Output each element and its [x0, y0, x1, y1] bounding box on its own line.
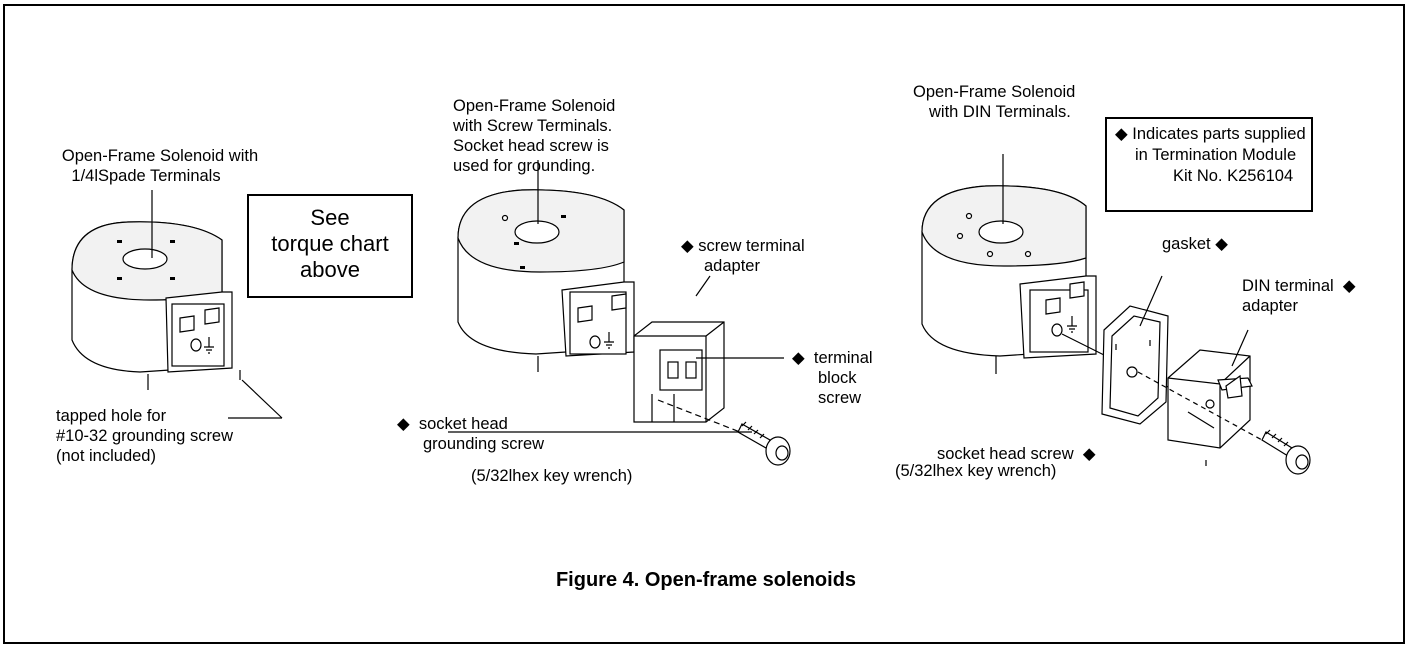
terminal-block-screw-label: ◆ terminal block screw	[792, 348, 873, 408]
kit-line-1: Indicates parts supplied	[1132, 125, 1306, 143]
din-adapter-line-2: adapter	[1242, 297, 1298, 315]
kit-line-2: in Termination Module	[1135, 146, 1297, 164]
din-title-line-2: with DIN Terminals.	[929, 103, 1071, 121]
diamond-icon: ◆	[397, 415, 410, 433]
screw-wrench-label: (5/32lhex key wrench)	[471, 467, 633, 485]
ground-note-line-1: tapped hole for	[56, 407, 167, 425]
ground-hole-note: tapped hole for #10-32 grounding screw (…	[56, 406, 233, 466]
screw-terminal-adapter-label: ◆ screw terminal adapter	[681, 236, 805, 276]
screw-solenoid-body	[457, 160, 635, 372]
spade-title-line-2: 1/4lSpade Terminals	[71, 167, 221, 185]
din-adapter-label: DIN terminal ◆ adapter	[1242, 276, 1356, 316]
torque-line-1: See	[310, 205, 350, 230]
kit-parts-callout: ◆ Indicates parts supplied in Terminatio…	[1105, 117, 1313, 212]
diamond-icon: ◆	[1342, 277, 1356, 295]
grounding-screw-drawing	[737, 421, 791, 466]
din-screw-label: socket head screw ◆ (5/32lhex key wrench…	[895, 444, 1096, 481]
din-screw-line-2: (5/32lhex key wrench)	[895, 462, 1057, 480]
spade-solenoid-body	[71, 221, 241, 390]
torque-chart-callout: See torque chart above	[247, 194, 413, 298]
diamond-icon: ◆	[681, 237, 694, 255]
ground-note-line-2: #10-32 grounding screw	[56, 427, 234, 445]
gasket-label: gasket ◆	[1162, 234, 1228, 254]
din-title-line-1: Open-Frame Solenoid	[913, 83, 1076, 101]
torque-line-3: above	[300, 257, 360, 282]
grounding-screw-label: ◆ socket head grounding screw	[397, 414, 544, 454]
figure-caption: Figure 4. Open-frame solenoids	[555, 569, 857, 591]
screw-solenoid-title: Open-Frame Solenoid with Screw Terminals…	[453, 96, 615, 176]
spade-solenoid-title: Open-Frame Solenoid with 1/4lSpade Termi…	[40, 146, 280, 186]
adapter-line-2: adapter	[704, 257, 760, 275]
adapter-line-1: screw terminal	[698, 237, 805, 255]
gasket-text: gasket	[1162, 235, 1211, 253]
grounding-screw-line-2: grounding screw	[423, 435, 545, 453]
screw-title-line-1: Open-Frame Solenoid	[453, 97, 616, 115]
screw-title-line-2: with Screw Terminals.	[453, 117, 613, 135]
diamond-icon: ◆	[1215, 235, 1228, 253]
kit-line-3: Kit No. K256104	[1173, 167, 1294, 185]
din-screw-drawing	[1261, 429, 1311, 475]
gasket-drawing	[1101, 305, 1169, 425]
figure-frame	[3, 4, 1405, 644]
screw-title-line-3: Socket head screw is	[453, 137, 609, 155]
leader-lines	[151, 190, 1249, 433]
din-screw-line-1: socket head screw	[937, 445, 1074, 463]
screw-title-line-4: used for grounding.	[453, 157, 596, 175]
block-screw-line-2: block	[818, 369, 857, 387]
grounding-screw-line-1: socket head	[418, 415, 508, 433]
spade-title-line-1: Open-Frame Solenoid with	[61, 147, 259, 165]
torque-line-2: torque chart	[271, 231, 389, 256]
diamond-icon: ◆	[1115, 125, 1128, 143]
din-adapter-line-1: DIN terminal	[1242, 277, 1334, 295]
ground-note-line-3: (not included)	[56, 447, 156, 465]
din-solenoid-body	[921, 154, 1183, 395]
din-solenoid-title: Open-Frame Solenoid with DIN Terminals.	[913, 82, 1075, 122]
din-adapter-drawing	[1137, 349, 1263, 466]
diamond-icon: ◆	[1082, 445, 1096, 463]
diamond-icon: ◆	[792, 349, 805, 367]
screw-terminal-adapter-drawing	[633, 321, 741, 433]
block-screw-line-3: screw	[818, 389, 862, 407]
block-screw-line-1: terminal	[813, 349, 873, 367]
